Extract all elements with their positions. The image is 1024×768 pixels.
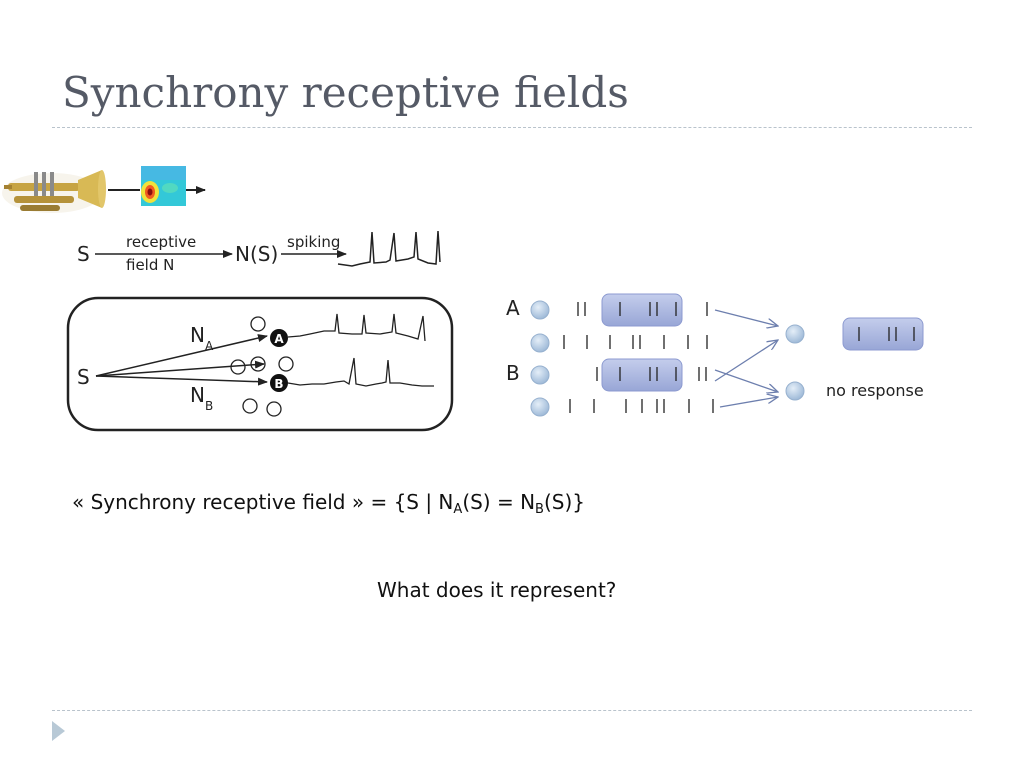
neuron-circle (242, 398, 258, 414)
box-na-label: NA (190, 323, 214, 353)
synchrony-definition: « Synchrony receptive field » = {S | NA(… (72, 490, 585, 517)
neuron-b-node (270, 374, 288, 392)
spike-train-b (596, 367, 707, 381)
box-arrow-a (95, 334, 268, 377)
pipeline-arrow-top-label: receptive (126, 233, 196, 251)
neuron-circle (278, 356, 294, 372)
connection-b-to-top (714, 340, 778, 382)
box-neuron-circles (230, 316, 294, 417)
connection-a-to-top (714, 309, 778, 326)
neuron-circle (250, 316, 266, 332)
spectrogram-image (141, 166, 186, 206)
question-text: What does it represent? (377, 578, 617, 602)
neuron-b-spike-trace (287, 357, 434, 387)
pipeline-arrow-bottom-label: field N (126, 256, 174, 274)
input-node-4 (530, 397, 550, 417)
connection-b-to-bottom (714, 369, 778, 392)
input-node-a (530, 300, 550, 320)
pipeline-spiking-label: spiking (287, 233, 340, 251)
box-s-label: S (77, 365, 90, 389)
neuron-a-node (270, 329, 288, 347)
input-node-b (530, 365, 550, 385)
input-node-2 (530, 333, 550, 353)
spike-trains (563, 302, 915, 413)
network-b-label: B (506, 361, 520, 385)
neuron-a-letter: A (274, 332, 284, 346)
neuron-circle (266, 401, 282, 417)
no-response-label: no response (826, 381, 924, 400)
slide-title: Synchrony receptive fields (62, 68, 629, 117)
sync-highlight-b (601, 358, 683, 392)
spike-train-4 (569, 399, 714, 413)
trumpet-image (2, 170, 106, 213)
pipeline-ns-label: N(S) (235, 242, 278, 266)
pipeline-s-label: S (77, 242, 90, 266)
top-divider (52, 127, 972, 128)
output-node-top (785, 324, 805, 344)
output-node-bottom (785, 381, 805, 401)
neuron-a-spike-trace (287, 313, 426, 342)
neuron-circle (250, 356, 266, 372)
network-a-label: A (506, 296, 520, 320)
spike-train-2 (563, 335, 708, 349)
receptive-field-box (66, 296, 454, 432)
connection-4-to-bottom (719, 397, 778, 408)
bottom-divider (52, 710, 972, 711)
neuron-circle (230, 359, 246, 375)
spike-train-a (577, 302, 708, 316)
neuron-b-letter: B (274, 377, 283, 391)
connection-arrows (714, 309, 778, 408)
box-nb-label: NB (190, 383, 213, 413)
box-arrow-mid (95, 360, 265, 377)
output-highlight (842, 317, 924, 351)
output-spike-train (858, 327, 915, 341)
box-arrow-b (95, 375, 268, 386)
slide-bullet-icon (52, 721, 65, 741)
sync-highlight-a (601, 293, 683, 327)
pipeline-spike-trace (337, 230, 441, 267)
